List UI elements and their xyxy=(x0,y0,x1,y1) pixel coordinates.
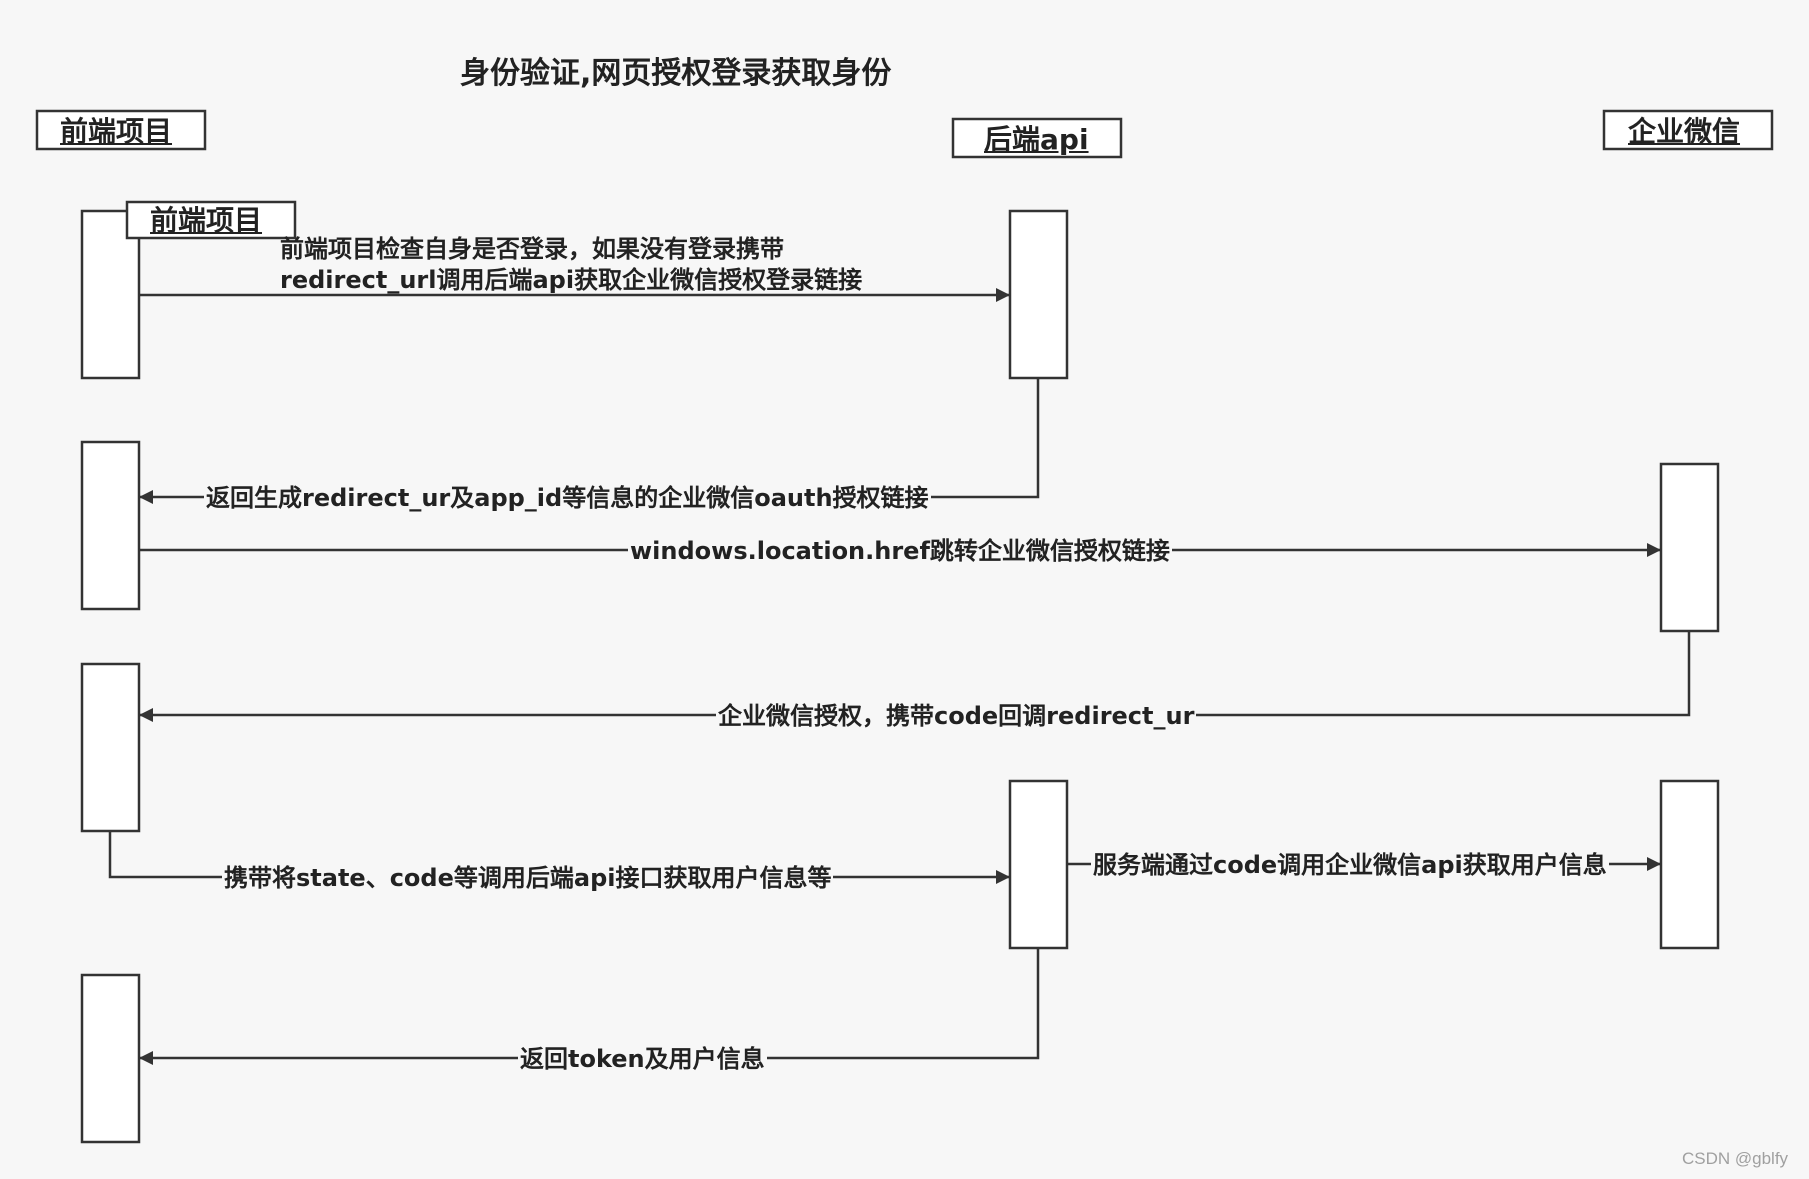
activation-backend-2 xyxy=(1008,779,1069,950)
activation-wecom-1 xyxy=(1659,462,1720,633)
message-5: 携带将state、code等调用后端api接口获取用户信息等 xyxy=(222,863,834,893)
message-4: 企业微信授权，携带code回调redirect_ur xyxy=(716,701,1197,731)
message-1-line1: 前端项目检查自身是否登录，如果没有登录携带 xyxy=(280,235,784,263)
activation-label: 前端项目 xyxy=(150,204,263,237)
activation-label-box xyxy=(125,200,297,240)
activation-frontend-3 xyxy=(80,662,141,833)
activation-backend-1 xyxy=(1008,209,1069,380)
activation-wecom-2 xyxy=(1659,779,1720,950)
message-3: windows.location.href跳转企业微信授权链接 xyxy=(628,536,1172,566)
message-1-line2: redirect_url调用后端api获取企业微信授权登录链接 xyxy=(280,266,863,294)
participant-label-backend: 后端api xyxy=(984,123,1089,156)
message-2: 返回生成redirect_ur及app_id等信息的企业微信oauth授权链接 xyxy=(204,483,931,513)
arrow-m4 xyxy=(139,631,1691,722)
participant-box-frontend xyxy=(35,109,207,151)
participant-box-wecom xyxy=(1602,109,1774,151)
diagram-title: 身份验证,网页授权登录获取身份 xyxy=(460,56,892,91)
activation-frontend-4 xyxy=(80,973,141,1144)
message-7: 返回token及用户信息 xyxy=(518,1044,767,1074)
watermark: CSDN @gblfy xyxy=(1682,1149,1789,1168)
message-6: 服务端通过code调用企业微信api获取用户信息 xyxy=(1091,850,1609,880)
participant-label-wecom: 企业微信 xyxy=(1628,115,1741,148)
participant-box-backend xyxy=(951,117,1123,159)
activation-frontend-2 xyxy=(80,440,141,611)
participant-label-frontend: 前端项目 xyxy=(60,115,173,148)
arrow-m7 xyxy=(139,948,1040,1065)
arrow-m2 xyxy=(139,378,1040,504)
